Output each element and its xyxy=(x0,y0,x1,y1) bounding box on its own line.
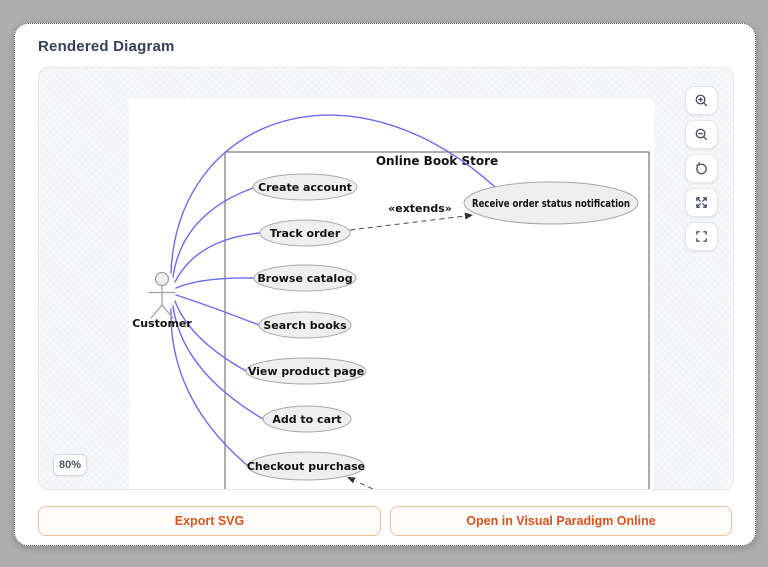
svg-text:Search books: Search books xyxy=(263,319,347,332)
zoom-in-icon xyxy=(695,94,708,107)
fit-view-button[interactable] xyxy=(685,222,718,251)
use-case-create-account: Create account xyxy=(252,173,358,201)
expand-button[interactable] xyxy=(685,188,718,217)
uml-use-case-diagram: Online Book Store Create xyxy=(132,114,650,489)
use-case-view-product-page: View product page xyxy=(245,357,367,385)
reset-view-icon xyxy=(696,161,707,175)
diagram-viewer: Online Book Store Create xyxy=(38,67,734,490)
svg-text:Browse catalog: Browse catalog xyxy=(257,272,352,285)
export-svg-button[interactable]: Export SVG xyxy=(38,506,381,536)
actor-label: Customer xyxy=(132,317,192,330)
actor-customer: Customer xyxy=(132,271,192,330)
use-case-receive-order-status-notification: Receive order status notification xyxy=(463,181,639,225)
use-case-track-order: Track order xyxy=(259,219,351,247)
svg-text:Add to cart: Add to cart xyxy=(272,413,341,426)
use-case-add-to-cart: Add to cart xyxy=(262,405,352,433)
zoom-out-icon xyxy=(695,128,708,141)
svg-text:Track order: Track order xyxy=(270,227,341,240)
zoom-level-badge: 80% xyxy=(53,454,87,476)
svg-text:Checkout purchase: Checkout purchase xyxy=(247,460,365,473)
svg-text:Create account: Create account xyxy=(258,181,352,194)
extends-relation: «extends» xyxy=(349,202,473,231)
offscreen-dashed-arrow xyxy=(347,477,374,489)
expand-icon xyxy=(696,197,707,208)
use-case-browse-catalog: Browse catalog xyxy=(253,264,357,292)
use-case-checkout-purchase: Checkout purchase xyxy=(247,451,365,481)
svg-text:Receive order status notificat: Receive order status notification xyxy=(472,197,630,210)
zoom-in-button[interactable] xyxy=(685,86,718,115)
fit-view-icon xyxy=(696,231,707,242)
diagram-canvas[interactable]: Online Book Store Create xyxy=(129,99,654,489)
rendered-diagram-card: Rendered Diagram Online Book Store xyxy=(14,23,756,546)
reset-view-button[interactable] xyxy=(685,154,718,183)
panel-title: Rendered Diagram xyxy=(38,38,175,55)
association-lines xyxy=(170,114,496,467)
open-visual-paradigm-button[interactable]: Open in Visual Paradigm Online xyxy=(390,506,732,536)
extends-label: «extends» xyxy=(388,202,452,215)
svg-text:View product page: View product page xyxy=(248,365,364,378)
use-case-search-books: Search books xyxy=(258,311,352,339)
system-title: Online Book Store xyxy=(376,154,498,168)
zoom-out-button[interactable] xyxy=(685,120,718,149)
